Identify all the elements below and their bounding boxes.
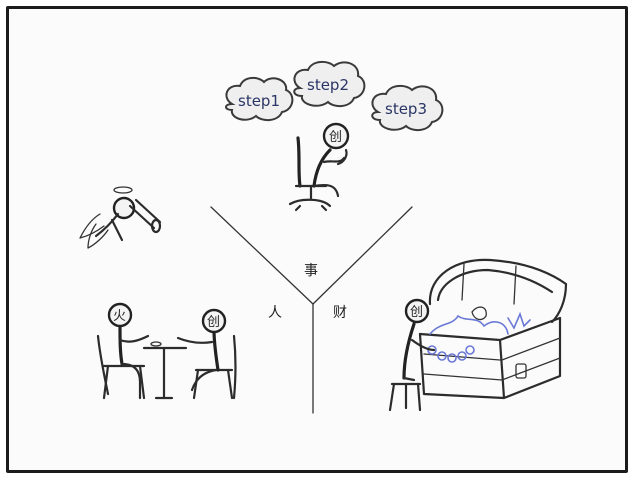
- label-money: 财: [333, 305, 347, 321]
- angel-figure: [79, 186, 162, 249]
- cofounder-head: [201, 308, 227, 334]
- treasure-person-head: [404, 298, 430, 324]
- label-affairs: 事: [304, 263, 318, 279]
- treasure-chest: [418, 258, 568, 400]
- thinker-figure: [288, 136, 348, 212]
- treasure-person-head-label: 创: [410, 305, 423, 320]
- cloud-label-step1: step1: [238, 92, 280, 110]
- cloud-label-step3: step3: [385, 100, 427, 118]
- thought-cloud-step2: step2: [293, 60, 366, 108]
- thinker-head: [322, 122, 350, 150]
- partner-head: [107, 302, 133, 328]
- cloud-label-step2: step2: [307, 76, 349, 94]
- thinker-head-label: 创: [329, 130, 342, 145]
- label-people: 人: [268, 305, 282, 321]
- thought-cloud-step1: step1: [225, 76, 294, 122]
- thought-cloud-step3: step3: [371, 84, 444, 132]
- y-divider: [210, 206, 413, 414]
- cofounder-head-label: 创: [207, 315, 220, 330]
- table-scene: [96, 324, 237, 400]
- partner-head-label: 火: [113, 309, 126, 324]
- treasure-person: [388, 322, 436, 412]
